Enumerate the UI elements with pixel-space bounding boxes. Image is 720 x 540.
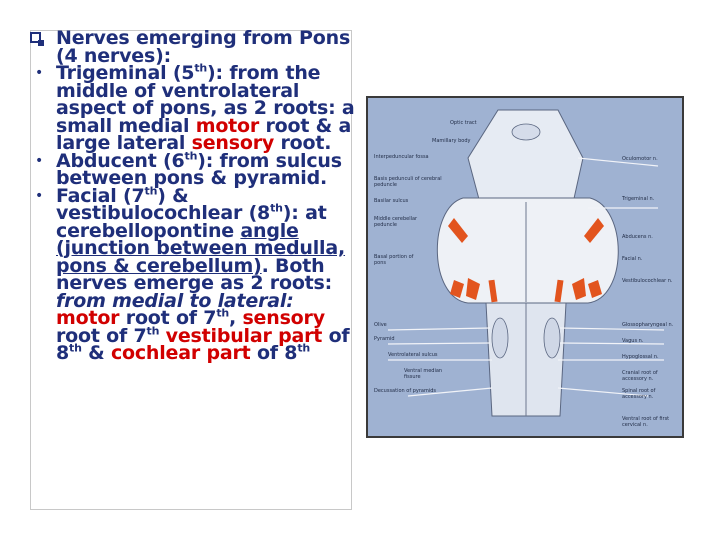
label-trigeminal: Trigeminal n.	[622, 196, 655, 202]
mamillary-body-shape	[511, 123, 541, 141]
facial-text9: of 8	[250, 342, 298, 364]
vestibulocochlear-nerve-right	[588, 280, 602, 298]
brainstem-illustration	[387, 109, 665, 417]
label-optic-tract: Optic tract	[450, 120, 477, 126]
label-basis-pedunculi: Basis pedunculi of cerebral peduncle	[374, 176, 442, 188]
facial-text4: root of 7	[119, 307, 217, 329]
bullet-dot-icon: •	[35, 152, 44, 169]
bullet-dot-icon: •	[35, 65, 44, 81]
motor-term: motor	[56, 307, 120, 329]
motor-term: motor	[195, 114, 260, 137]
abducent-text1: ): from sulcus between pons & pyramid.	[56, 149, 342, 189]
label-basal-pons: Basal portion of pons	[374, 254, 414, 266]
ordinal-suffix: th	[270, 201, 283, 215]
text-panel	[30, 30, 352, 510]
facial-nerve-left	[466, 278, 480, 300]
facial-text5: ,	[229, 307, 243, 329]
heading-item: Nerves emerging from Pons (4 nerves):	[30, 27, 356, 67]
facial-text8: &	[81, 342, 111, 364]
label-oculomotor: Oculomotor n.	[622, 156, 658, 162]
bullet-dot-icon: •	[35, 187, 44, 204]
ordinal-suffix: th	[194, 61, 208, 75]
facial-text1: ) & vestibulocochlear (8	[56, 184, 271, 224]
abducent-nerve-right	[554, 279, 564, 303]
facial-text7: of 8	[56, 324, 350, 364]
facial-text2: ): at cerebellopontine	[56, 202, 327, 242]
abducent-nerve-left	[488, 279, 498, 303]
label-basilar-sulcus: Basilar sulcus	[374, 198, 409, 204]
cochlear-part-term: cochlear part	[110, 342, 251, 364]
ordinal-suffix: th	[184, 149, 198, 163]
sensory-term: sensory	[191, 132, 275, 154]
ordinal-suffix: th	[297, 341, 311, 355]
label-middle-cerebellar-peduncle: Middle cerebellar peduncle	[374, 216, 418, 228]
ordinal-suffix: th	[146, 324, 160, 338]
label-mamillary-body: Mamillary body	[432, 138, 471, 144]
ordinal-suffix: th	[69, 341, 82, 355]
sensory-term: sensory	[242, 307, 325, 329]
olive-shape	[543, 317, 561, 359]
label-ventral-median-fissure: Ventral median fissure	[404, 368, 443, 380]
label-glossopharyngeal: Glossopharyngeal n.	[622, 322, 674, 328]
label-ventrolateral-sulcus: Ventrolateral sulcus	[388, 352, 438, 358]
pons-shape	[436, 197, 619, 304]
bullet-list: Nerves emerging from Pons (4 nerves): • …	[30, 27, 356, 364]
label-olive: Olive	[374, 322, 387, 328]
label-decussation-pyramids: Decussation of pyramids	[374, 388, 436, 394]
facial-name: Facial (7	[56, 184, 145, 207]
abducent-item: • Abducent (6th): from sulcus between po…	[35, 149, 356, 189]
vestibulocochlear-nerve-left	[450, 280, 464, 298]
label-first-cervical: Ventral root of first cervical n.	[622, 416, 670, 428]
ordinal-suffix: th	[144, 184, 158, 198]
label-facial: Facial n.	[622, 256, 643, 262]
heading-text: Nerves emerging from Pons (4 nerves):	[56, 27, 351, 67]
label-interpeduncular-fossa: Interpeduncular fossa	[374, 154, 429, 160]
brainstem-diagram: Optic tract Mamillary body Interpeduncul…	[366, 96, 684, 438]
trigeminal-name: Trigeminal (5	[56, 62, 195, 84]
trigeminal-item: • Trigeminal (5th): from the middle of v…	[35, 61, 356, 154]
label-hypoglossal: Hypoglossal n.	[622, 354, 659, 360]
trigeminal-text3: root.	[274, 132, 332, 154]
label-abducens: Abducens n.	[622, 234, 653, 240]
facial-nerve-right	[572, 278, 586, 300]
trigeminal-nerve-right	[584, 218, 604, 243]
facial-text3: . Both nerves emerge as 2 roots:	[56, 254, 333, 294]
checkbox-bullet-icon	[30, 32, 44, 46]
label-pyramid: Pyramid	[374, 336, 395, 342]
ordinal-suffix: th	[216, 306, 230, 320]
trigeminal-text2: root & a large lateral	[56, 114, 352, 154]
cerebellopontine-angle-definition: angle (junction between medulla, pons & …	[56, 219, 346, 277]
medial-to-lateral-phrase: from medial to lateral:	[56, 289, 294, 312]
vestibular-part-term: vestibular part	[165, 324, 323, 347]
trigeminal-nerve-left	[448, 218, 468, 243]
label-vagus: Vagus n.	[622, 338, 644, 344]
label-spinal-accessory: Spinal root of accessory n.	[622, 388, 656, 400]
facial-item: • Facial (7th) & vestibulocochlear (8th)…	[35, 184, 356, 364]
abducent-name: Abducent (6	[56, 149, 185, 172]
trigeminal-text1: ): from the middle of ventrolateral aspe…	[56, 62, 355, 137]
olive-shape	[491, 317, 509, 359]
label-vestibulocochlear: Vestibulocochlear n.	[622, 278, 673, 284]
facial-text6: root of 7	[56, 324, 147, 347]
label-cranial-accessory: Cranial root of accessory n.	[622, 370, 658, 382]
